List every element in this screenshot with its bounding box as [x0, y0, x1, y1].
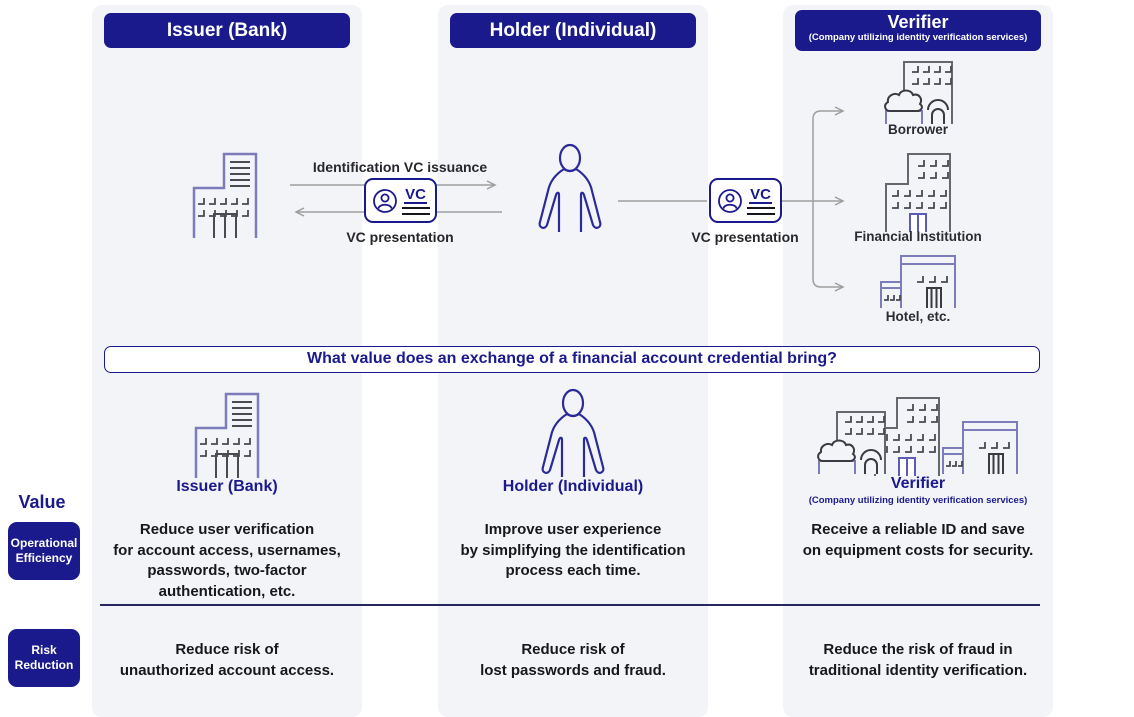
person-icon — [541, 388, 605, 477]
target-label-borrower: Borrower — [887, 122, 949, 137]
verifier-bottom-sublabel: (Company utilizing identity verification… — [808, 495, 1028, 506]
vc-card-line — [401, 212, 430, 215]
vc-card-line — [401, 207, 430, 209]
operational-efficiency-badge: Operational Efficiency — [8, 522, 80, 580]
vc-card: VC — [709, 178, 782, 223]
presentation-flow-label-left: VC presentation — [346, 229, 454, 245]
hotel-building-icon — [942, 421, 1018, 474]
borrower-building-icon — [817, 411, 886, 474]
vc-card-line — [746, 212, 775, 215]
issuer-risk-text: Reduce risk of unauthorized account acce… — [119, 641, 335, 679]
holder-header-label: Holder (Individual) — [489, 20, 657, 41]
verifier-header-sublabel: (Company utilizing identity verification… — [808, 32, 1028, 43]
borrower-building-icon — [884, 61, 953, 124]
vc-card-label: VC — [749, 185, 772, 204]
holder-header: Holder (Individual) — [450, 13, 696, 48]
person-in-circle-icon — [717, 188, 742, 213]
issuer-efficiency-text: Reduce user verification for account acc… — [113, 521, 341, 600]
vc-card-label: VC — [404, 185, 427, 204]
verifier-header: Verifier (Company utilizing identity ver… — [795, 10, 1041, 51]
issuer-header: Issuer (Bank) — [104, 13, 350, 48]
person-in-circle-icon — [372, 188, 397, 213]
vc-card-line — [746, 207, 775, 209]
presentation-flow-label-right: VC presentation — [691, 229, 799, 245]
holder-bottom-label: Holder (Individual) — [502, 478, 644, 495]
verifier-bottom-label: Verifier — [890, 475, 946, 492]
risk-reduction-badge: Risk Reduction — [8, 629, 80, 687]
bank-building-icon — [192, 152, 258, 238]
issuance-flow-label: Identification VC issuance — [312, 159, 488, 175]
target-label-financial-institution: Financial Institution — [854, 229, 982, 244]
verifier-buildings-group — [813, 392, 1023, 476]
financial-institution-building-icon — [885, 153, 951, 232]
verifier-risk-text: Reduce the risk of fraud in traditional … — [808, 641, 1028, 679]
verifier-header-label: Verifier — [887, 12, 949, 32]
value-rows-divider — [100, 604, 1040, 606]
issuer-header-label: Issuer (Bank) — [166, 20, 288, 41]
issuer-bottom-label: Issuer (Bank) — [176, 478, 278, 495]
vc-card: VC — [364, 178, 437, 223]
hotel-building-icon — [880, 255, 956, 308]
bank-building-icon — [194, 392, 260, 478]
holder-risk-text: Reduce risk of lost passwords and fraud. — [480, 641, 666, 679]
target-label-hotel: Hotel, etc. — [885, 309, 951, 324]
holder-efficiency-text: Improve user experience by simplifying t… — [460, 521, 686, 579]
financial-institution-building-icon — [874, 397, 940, 476]
value-question-banner: What value does an exchange of a financi… — [104, 346, 1040, 373]
value-rail-title: Value — [18, 492, 66, 512]
verifier-efficiency-text: Receive a reliable ID and save on equipm… — [802, 521, 1034, 559]
person-icon — [538, 143, 602, 232]
